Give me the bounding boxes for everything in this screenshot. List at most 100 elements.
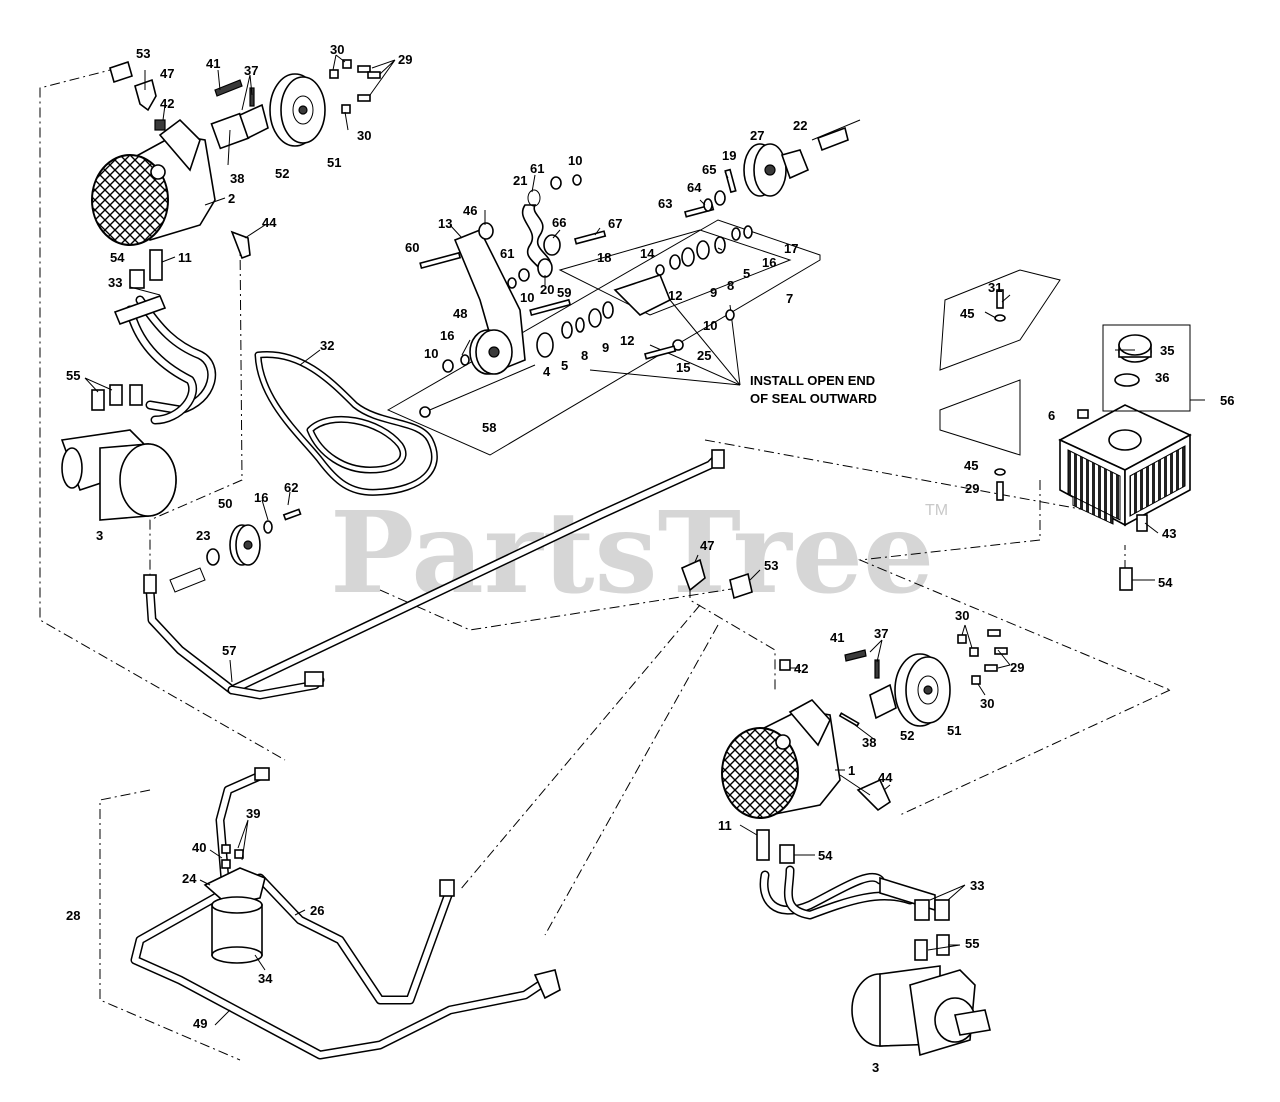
callout-14: 14 — [640, 246, 655, 261]
callout-66: 66 — [552, 215, 566, 230]
callout-24: 24 — [182, 871, 197, 886]
callout-61: 61 — [500, 246, 514, 261]
callout-29: 29 — [965, 481, 979, 496]
callout-28: 28 — [66, 908, 80, 923]
hoses-middle — [143, 449, 725, 700]
callout-30: 30 — [330, 42, 344, 57]
hydraulic-reservoir — [939, 269, 1192, 591]
callout-64: 64 — [687, 180, 702, 195]
callout-47: 47 — [700, 538, 714, 553]
watermark-trademark: TM — [925, 502, 948, 519]
callout-52: 52 — [900, 728, 914, 743]
callout-53: 53 — [136, 46, 150, 61]
callout-39: 39 — [246, 806, 260, 821]
fittings-upper — [109, 59, 381, 289]
callout-63: 63 — [658, 196, 672, 211]
callout-40: 40 — [192, 840, 206, 855]
filter-assembly — [130, 767, 561, 1060]
callout-30: 30 — [357, 128, 371, 143]
callout-15: 15 — [676, 360, 690, 375]
callout-29: 29 — [1010, 660, 1024, 675]
wheel-motor-upper — [60, 429, 177, 521]
callout-21: 21 — [513, 173, 527, 188]
callout-42: 42 — [794, 661, 808, 676]
callout-30: 30 — [955, 608, 969, 623]
callout-3: 3 — [872, 1060, 879, 1075]
callout-52: 52 — [275, 166, 289, 181]
callout-41: 41 — [206, 56, 220, 71]
hoses-lower — [759, 865, 950, 961]
callout-20: 20 — [540, 282, 554, 297]
callout-41: 41 — [830, 630, 844, 645]
callout-50: 50 — [218, 496, 232, 511]
callout-67: 67 — [608, 216, 622, 231]
callout-42: 42 — [160, 96, 174, 111]
idler-arm-assembly — [419, 168, 753, 418]
callout-45: 45 — [964, 458, 978, 473]
callout-4: 4 — [543, 364, 551, 379]
callout-26: 26 — [310, 903, 324, 918]
callout-8: 8 — [581, 348, 588, 363]
callout-65: 65 — [702, 162, 716, 177]
callout-23: 23 — [196, 528, 210, 543]
wheel-motor-lower — [851, 965, 991, 1057]
callout-57: 57 — [222, 643, 236, 658]
callout-54: 54 — [1158, 575, 1173, 590]
callout-19: 19 — [722, 148, 736, 163]
callout-61: 61 — [530, 161, 544, 176]
callout-38: 38 — [862, 735, 876, 750]
callout-31: 31 — [988, 280, 1002, 295]
pulley-upper — [154, 73, 326, 147]
callout-12: 12 — [620, 333, 634, 348]
callout-9: 9 — [710, 285, 717, 300]
callout-8: 8 — [727, 278, 734, 293]
callout-22: 22 — [793, 118, 807, 133]
callout-49: 49 — [193, 1016, 207, 1031]
callout-59: 59 — [557, 285, 571, 300]
callout-46: 46 — [463, 203, 477, 218]
callout-43: 43 — [1162, 526, 1176, 541]
callout-6: 6 — [1048, 408, 1055, 423]
callout-5: 5 — [561, 358, 568, 373]
callout-51: 51 — [947, 723, 961, 738]
callout-18: 18 — [597, 250, 611, 265]
hydraulic-pump-upper — [91, 112, 250, 246]
idler-pulley-lower — [169, 508, 302, 593]
callout-48: 48 — [453, 306, 467, 321]
callout-44: 44 — [262, 215, 277, 230]
callout-60: 60 — [405, 240, 419, 255]
callout-10: 10 — [424, 346, 438, 361]
callout-13: 13 — [438, 216, 452, 231]
leader-lines — [84, 54, 1205, 1026]
callout-16: 16 — [762, 255, 776, 270]
callout-3: 3 — [96, 528, 103, 543]
note-line-2: OF SEAL OUTWARD — [750, 391, 877, 406]
callout-37: 37 — [874, 626, 888, 641]
callout-30: 30 — [980, 696, 994, 711]
callout-53: 53 — [764, 558, 778, 573]
callout-56: 56 — [1220, 393, 1234, 408]
callout-44: 44 — [878, 770, 893, 785]
callout-10: 10 — [520, 290, 534, 305]
callout-54: 54 — [110, 250, 125, 265]
callout-51: 51 — [327, 155, 341, 170]
callout-25: 25 — [697, 348, 711, 363]
callout-12: 12 — [668, 288, 682, 303]
drive-belt — [254, 350, 438, 496]
callout-36: 36 — [1155, 370, 1169, 385]
callout-16: 16 — [254, 490, 268, 505]
callout-37: 37 — [244, 63, 258, 78]
callout-58: 58 — [482, 420, 496, 435]
callout-11: 11 — [718, 818, 732, 833]
callout-45: 45 — [960, 306, 974, 321]
callout-5: 5 — [743, 266, 750, 281]
callout-55: 55 — [66, 368, 80, 383]
callout-34: 34 — [258, 971, 273, 986]
pulley-27-assembly — [743, 119, 861, 197]
callout-7: 7 — [786, 291, 793, 306]
callout-16: 16 — [440, 328, 454, 343]
callout-10: 10 — [703, 318, 717, 333]
note-line-1: INSTALL OPEN END — [750, 373, 875, 388]
callout-62: 62 — [284, 480, 298, 495]
